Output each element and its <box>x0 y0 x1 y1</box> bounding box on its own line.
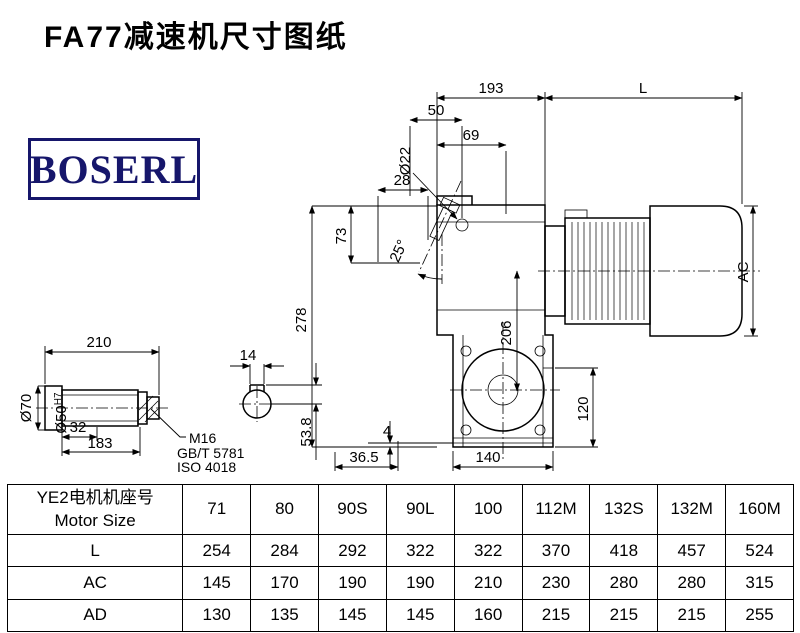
brand-logo: BOSERL <box>28 138 200 200</box>
table-row-L: L 254 284 292 322 322 370 418 457 524 <box>6 533 794 568</box>
standard-iso: ISO 4018 <box>177 459 236 475</box>
motor-size-table: YE2电机机座号 Motor Size 71 80 90S 90L 100 11… <box>6 484 794 633</box>
technical-drawing: 193 L 50 69 Ø22 28 73 25° <box>18 80 760 475</box>
dim-140: 140 <box>475 449 500 466</box>
dim-53-8: 53.8 <box>298 417 315 446</box>
table-cell: 190 <box>317 566 387 600</box>
shaft-section-view <box>239 384 275 422</box>
col-header: 90L <box>385 484 455 535</box>
table-cell: 280 <box>657 566 727 600</box>
dim-183: 183 <box>87 435 112 452</box>
col-header: 71 <box>182 484 252 535</box>
header-motor-size: YE2电机机座号 Motor Size <box>6 484 184 535</box>
dim-4: 4 <box>383 423 391 440</box>
table-cell: 280 <box>589 566 659 600</box>
table-row-AC: AC 145 170 190 190 210 230 280 280 315 <box>6 566 794 600</box>
table-cell: 210 <box>453 566 523 600</box>
table-cell: 230 <box>521 566 591 600</box>
header-motor-size-en: Motor Size <box>54 510 136 530</box>
dim-AC: AC <box>735 261 752 282</box>
table-cell: 170 <box>250 566 319 600</box>
table-cell: 524 <box>725 533 794 568</box>
table-cell: 322 <box>453 533 523 568</box>
table-cell: 254 <box>182 533 252 568</box>
dim-206: 206 <box>498 320 515 345</box>
dim-120: 120 <box>575 396 592 421</box>
table-cell: 160 <box>453 598 523 633</box>
col-header: 80 <box>250 484 319 535</box>
table-cell: 457 <box>657 533 727 568</box>
row-label: AD <box>6 598 184 633</box>
table-row-AD: AD 130 135 145 145 160 215 215 215 255 <box>6 598 794 633</box>
motor-side-view <box>538 205 760 337</box>
shaft-detail-view <box>36 385 170 431</box>
dim-angle: 25° <box>386 237 411 265</box>
dim-73: 73 <box>333 228 350 245</box>
dim-50: 50 <box>428 102 445 119</box>
row-label: L <box>6 533 184 568</box>
dim-70: Ø70 <box>18 394 35 422</box>
table-cell: 418 <box>589 533 659 568</box>
table-cell: 215 <box>657 598 727 633</box>
row-label: AC <box>6 566 184 600</box>
dimension-lines: 193 L 50 69 Ø22 28 73 25° <box>18 80 758 475</box>
table-cell: 370 <box>521 533 591 568</box>
col-header: 90S <box>317 484 387 535</box>
table-cell: 145 <box>385 598 455 633</box>
standard-gb: GB/T 5781 <box>177 445 245 461</box>
table-cell: 130 <box>182 598 252 633</box>
col-header: 100 <box>453 484 523 535</box>
dim-50H7: Ø50H7 <box>53 392 70 434</box>
gearbox-front-view <box>417 180 560 462</box>
col-header: 112M <box>521 484 591 535</box>
dim-278: 278 <box>293 307 310 332</box>
table-cell: 215 <box>589 598 659 633</box>
col-header: 132M <box>657 484 727 535</box>
table-cell: 135 <box>250 598 319 633</box>
table-cell: 284 <box>250 533 319 568</box>
dim-210: 210 <box>86 334 111 351</box>
dim-L: L <box>639 80 647 97</box>
dim-32: 32 <box>70 419 87 436</box>
table-cell: 190 <box>385 566 455 600</box>
header-motor-size-cn: YE2电机机座号 <box>36 487 154 507</box>
table-cell: 315 <box>725 566 794 600</box>
table-cell: 255 <box>725 598 794 633</box>
dim-36-5: 36.5 <box>349 449 378 466</box>
page-title: FA77减速机尺寸图纸 <box>44 21 348 54</box>
table-cell: 145 <box>317 598 387 633</box>
dim-28: 28 <box>394 172 411 189</box>
dim-193: 193 <box>478 80 503 97</box>
table-cell: 322 <box>385 533 455 568</box>
size-table-container: YE2电机机座号 Motor Size 71 80 90S 90L 100 11… <box>6 484 794 633</box>
dim-69: 69 <box>463 127 480 144</box>
table-header-row: YE2电机机座号 Motor Size 71 80 90S 90L 100 11… <box>6 484 794 535</box>
table-cell: 215 <box>521 598 591 633</box>
col-header: 160M <box>725 484 794 535</box>
table-cell: 292 <box>317 533 387 568</box>
table-cell: 145 <box>182 566 252 600</box>
col-header: 132S <box>589 484 659 535</box>
dim-14: 14 <box>240 347 257 364</box>
thread-callout: M16 <box>189 430 216 446</box>
dim-hole-dia: Ø22 <box>397 147 414 175</box>
